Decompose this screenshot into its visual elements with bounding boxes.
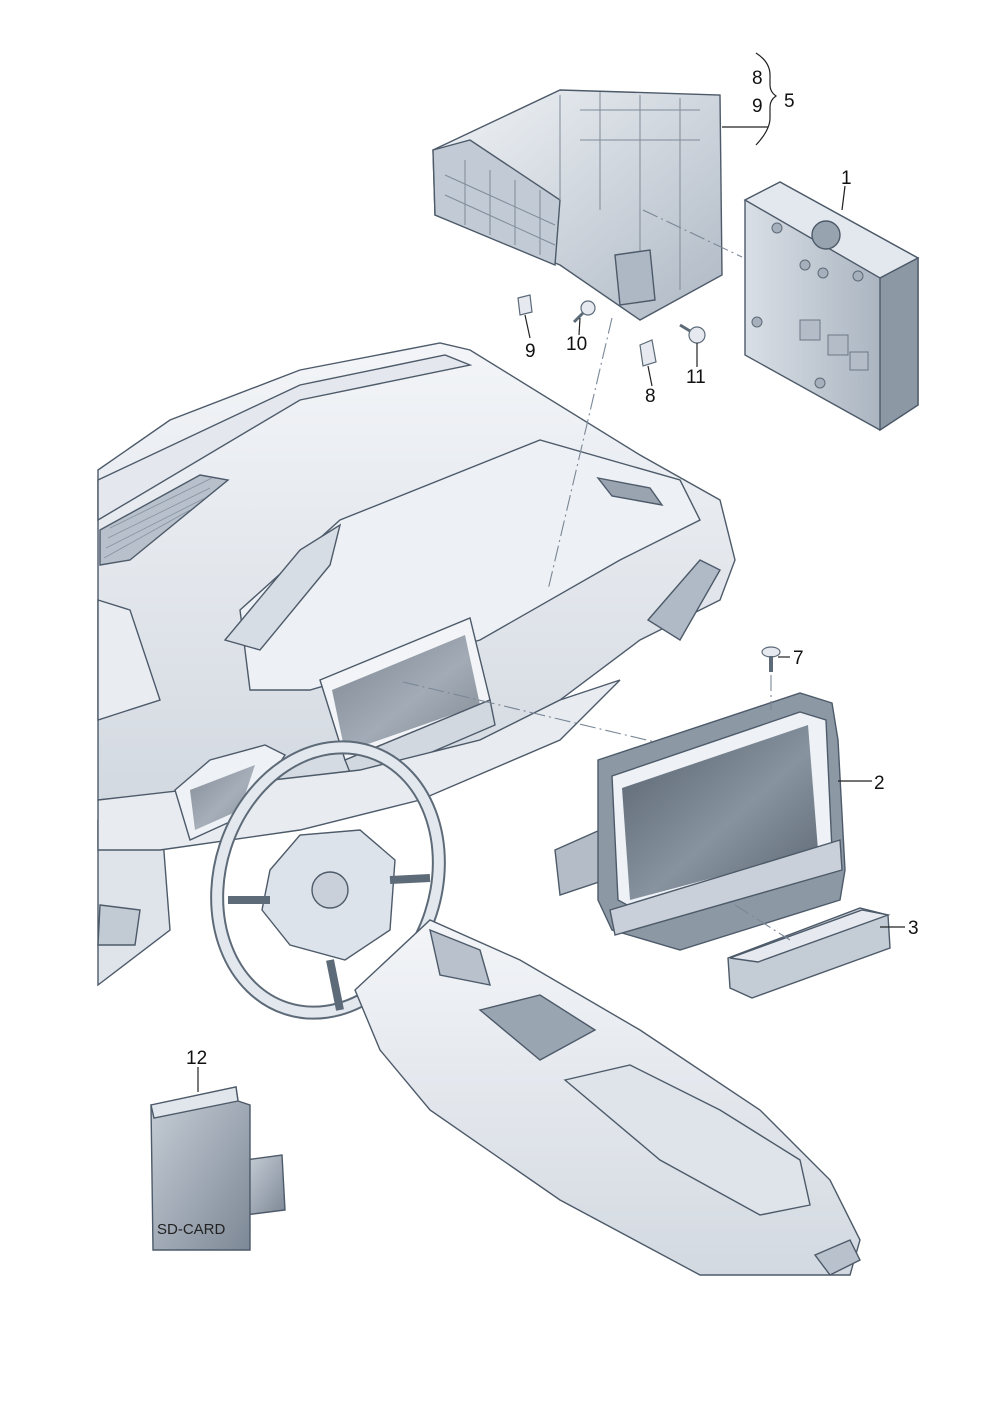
part-5-bracket (432, 89, 723, 321)
fasteners (517, 294, 706, 367)
assembly-lines (402, 209, 791, 941)
callout-5: 5 (784, 91, 795, 112)
callout-9-bracket: 9 (752, 96, 763, 117)
callout-9-clip: 9 (525, 341, 536, 362)
dashboard-illustration (97, 342, 861, 1276)
callout-8-bracket: 8 (752, 68, 763, 89)
callout-7: 7 (793, 648, 804, 669)
leader-lines (197, 52, 905, 1092)
part-2-display (554, 692, 846, 951)
callout-1: 1 (841, 168, 852, 189)
part-7-screw (761, 646, 781, 672)
part-1-control-unit (743, 181, 920, 432)
callout-3: 3 (908, 918, 919, 939)
callout-2: 2 (874, 773, 885, 794)
screw-10 (572, 300, 596, 324)
callout-8-clip: 8 (645, 386, 656, 407)
callout-labels: 1 2 3 5 7 8 9 8 9 10 11 12 (186, 68, 919, 1069)
screw-11 (679, 323, 706, 344)
callout-11: 11 (686, 367, 706, 388)
sd-card-label: SD-CARD (157, 1221, 226, 1238)
part-12-sd-card: SD-CARD (150, 1086, 286, 1251)
part-3-trim (727, 907, 891, 999)
callout-10: 10 (566, 334, 587, 355)
callout-12: 12 (186, 1048, 207, 1069)
clip-8 (639, 339, 657, 367)
clip-9 (517, 294, 533, 316)
